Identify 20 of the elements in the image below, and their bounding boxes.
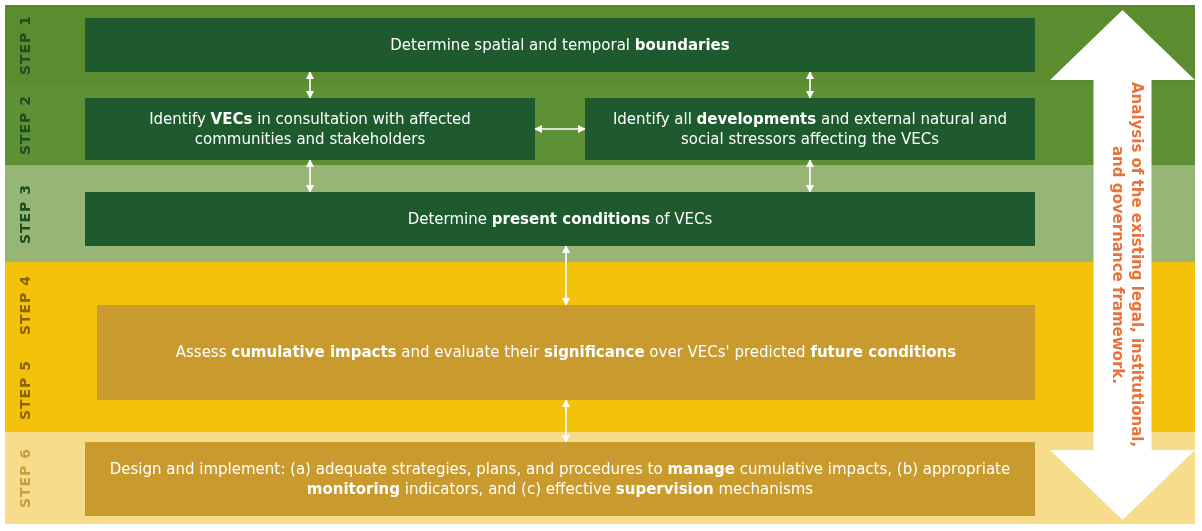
step-label: STEP 1	[17, 15, 33, 76]
double-arrow	[306, 71, 314, 99]
process-box: Identify VECs in consultation with affected communities and stakeholders	[85, 98, 535, 160]
process-box: Assess cumulative impacts and evaluate their significance over VECs' predicted future conditions	[97, 305, 1035, 400]
double-arrow	[562, 399, 570, 443]
double-arrow	[534, 125, 586, 133]
process-box: Identify all developments and external natural and social stressors affecting the VECs	[585, 98, 1035, 160]
step-label: STEP 6	[17, 448, 33, 509]
double-arrow	[806, 71, 814, 99]
process-box: Determine present conditions of VECs	[85, 192, 1035, 246]
double-arrow	[562, 245, 570, 306]
arrow-label: Analysis of the existing legal, institutional, and governance framework.	[1107, 81, 1146, 450]
step-label: STEP 5	[17, 359, 33, 420]
step-label: STEP 4	[17, 274, 33, 335]
process-box: Design and implement: (a) adequate strategies, plans, and procedures to manage cumulative impacts, (b) appropriate monitoring indicators, and (c) effective supervision mechanisms	[85, 442, 1035, 516]
process-box: Determine spatial and temporal boundaries	[85, 18, 1035, 72]
step-label: STEP 3	[17, 183, 33, 244]
double-arrow	[806, 159, 814, 193]
double-arrow	[306, 159, 314, 193]
step-label: STEP 2	[17, 95, 33, 156]
